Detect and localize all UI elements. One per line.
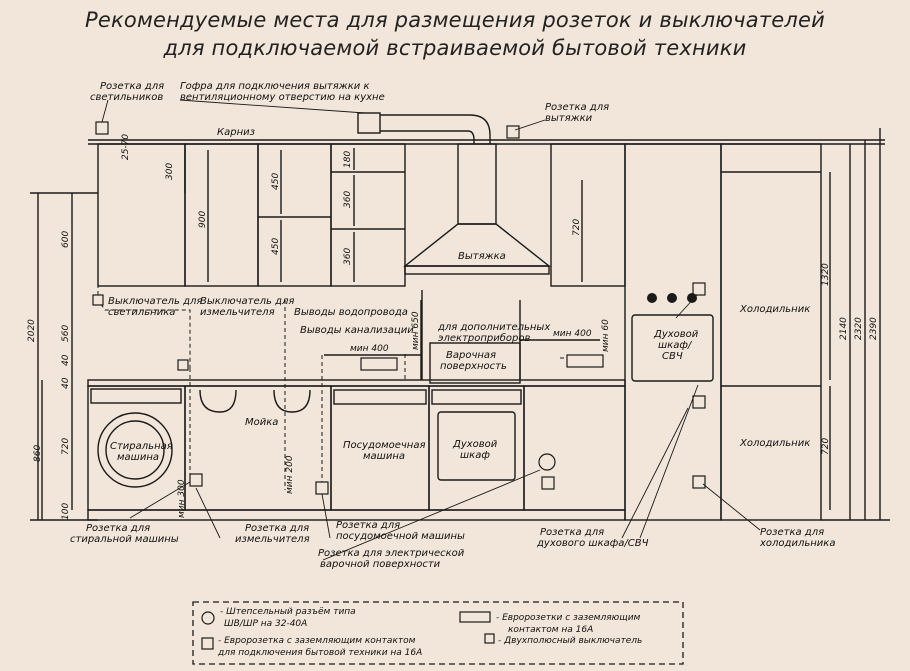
dim-100: 100 [61,503,71,520]
hob-socket-label-2: варочной поверхности [320,559,441,570]
plug-32a-symbol [538,453,556,471]
legend-euro-triple-1: - Евророзетки с заземляющим [496,613,641,623]
fridge-socket-upper [692,395,706,409]
plug-legend-icon [201,611,215,625]
dishwasher-socket-label-2: посудомоечной машины [336,531,465,542]
diagram-title-line1: Рекомендуемые места для размещения розет… [85,8,825,32]
dishwasher-socket-symbol [315,481,329,495]
dishwasher-label-2: машина [363,451,405,462]
dim-450b: 450 [271,238,281,255]
dim-720-left: 720 [61,438,71,455]
dim-25-70: 25-70 [121,134,131,160]
washer-socket-symbol [189,473,203,487]
dim-min200: мин 200 [285,455,295,494]
cornice-label: Карниз [217,127,255,138]
dim-720-right: 720 [821,438,831,455]
dishwasher-socket-label-1: Розетка для [336,520,400,531]
extra-appliances-label-2: электроприборов [438,332,530,344]
triple-socket-right [566,354,604,368]
dim-900: 900 [198,211,208,228]
legend-plug-2: ШВ/ШР на 32-40А [224,619,307,629]
dim-600: 600 [61,231,71,248]
oven-socket-label-2: духового шкафа/СВЧ [536,538,649,549]
dim-360b: 360 [343,248,353,265]
legend-box [192,601,684,665]
washer-socket-label-2: стиральной машины [70,534,179,545]
legend-switch: - Двухполюсный выключатель [498,636,642,646]
legend-euro-triple-2: контактом на 16А [508,625,593,635]
dim-min300: мин 300 [177,479,187,518]
oven-socket-label-1: Розетка для [540,527,604,538]
hob-label-1: Варочная [446,350,496,361]
dim-300: 300 [165,163,175,180]
shredder-socket-label-1: Розетка для [245,523,309,534]
dim-650: мин 650 [411,311,421,350]
lamp-socket-label-1: Розетка для [100,81,164,92]
oven-mw-label-2: шкаф/ [658,340,693,351]
shredder-socket-label-2: измельчителя [235,534,310,545]
lamp-socket-symbol [95,121,109,135]
dim-560: 560 [61,325,71,342]
dim-2390: 2390 [869,317,879,340]
water-outlets-label: Выводы водопровода [294,307,408,318]
hood-socket-symbol [506,125,520,139]
extra-appliances-label-1: для дополнительных [437,322,550,333]
hood-socket-label-2: вытяжки [545,113,593,124]
diagram-title-line2: для подключаемой встраиваемой бытовой те… [163,36,747,60]
lamp-switch-label-1: Выключатель для [108,296,202,307]
fridge-socket-label-2: холодильника [759,538,835,549]
legend-euro-single-2: для подключения бытовой техники на 16А [217,648,422,658]
washer-label-1: Стиральная [110,441,173,452]
hob-label-2: поверхность [440,361,507,372]
oven-socket-upper [692,282,706,296]
fridge-socket-label-1: Розетка для [760,527,824,538]
legend-euro-single-1: - Евророзетка с заземляющим контактом [218,636,416,646]
fridge-upper-label: Холодильник [739,304,810,315]
dim-180: 180 [343,151,353,168]
dim-2320: 2320 [854,317,864,340]
hob-socket-label-1: Розетка для электрической [318,548,465,559]
dim-360a: 360 [343,191,353,208]
dim-2020: 2020 [27,319,37,342]
dishwasher-label-1: Посудомоечная [343,440,426,451]
shredder-switch-label-2: измельчителя [200,307,275,318]
socket-legend-icon [201,637,214,650]
legend-plug-1: - Штепсельный разъём типа [220,607,356,617]
oven-mw-label-1: Духовой [653,329,699,340]
dim-1320: 1320 [821,263,831,286]
dim-860: 860 [33,445,43,462]
hood-socket-label-1: Розетка для [545,102,609,113]
duct-label-1: Гофра для подключения вытяжки к [180,81,370,92]
washer-label-2: машина [117,452,159,463]
triple-socket-left [360,357,398,371]
fridge-lower-label: Холодильник [739,438,810,449]
dim-40a: 40 [61,354,71,366]
dim-min400a: мин 400 [350,344,389,354]
sink-label: Мойка [245,417,278,428]
hood-label: Вытяжка [458,251,506,262]
dim-720-upper: 720 [572,219,582,236]
shredder-switch-label-1: Выключатель для [200,296,294,307]
triple-socket-legend-icon [459,611,491,623]
sewer-outlets-label: Выводы канализации [300,325,414,336]
dim-2140: 2140 [839,317,849,340]
duct-label-2: вентиляционному отверстию на кухне [180,92,385,103]
lamp-switch-symbol [92,294,104,306]
switch-legend-icon [484,633,495,644]
dim-450a: 450 [271,173,281,190]
dim-40b: 40 [61,377,71,389]
oven-socket-lower [541,476,555,490]
dim-min60: мин 60 [601,319,611,352]
shredder-switch-symbol [177,359,189,371]
oven-label-1: Духовой [452,439,498,450]
oven-mw-label-3: СВЧ [662,351,683,362]
lamp-switch-label-2: светильника [108,307,175,318]
fridge-socket-lower [692,475,706,489]
oven-label-2: шкаф [460,450,490,461]
dim-min400b: мин 400 [553,329,592,339]
washer-socket-label-1: Розетка для [86,523,150,534]
lamp-socket-label-2: светильников [90,92,163,103]
